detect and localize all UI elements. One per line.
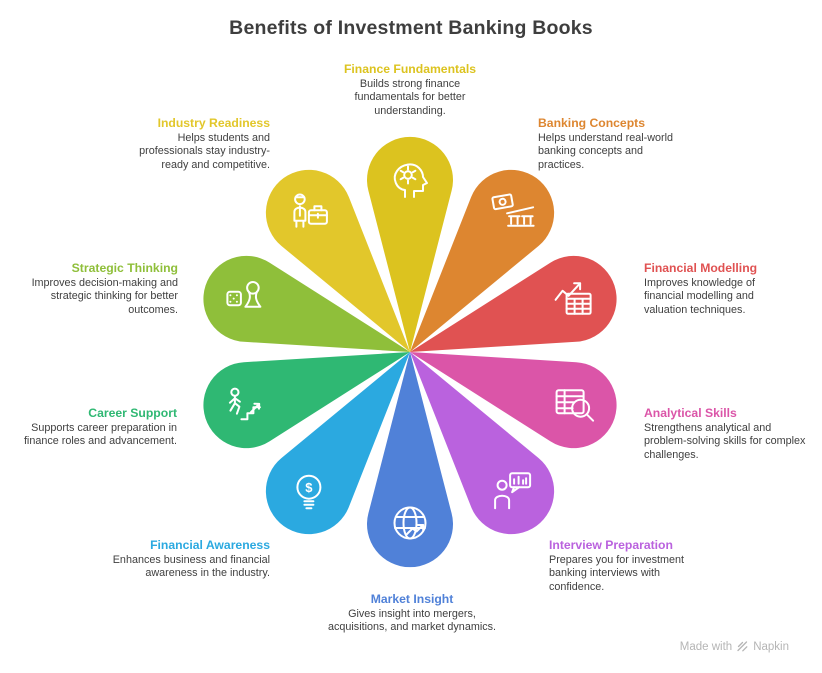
- petal-financial-modelling: [410, 255, 617, 352]
- petal-title-strategic-thinking: Strategic Thinking: [71, 261, 178, 275]
- made-with-text: Made with: [679, 640, 733, 653]
- person-presentation-icon: [494, 472, 532, 510]
- petal-finance-fundamentals: [367, 136, 453, 352]
- petal-title-career-support: Career Support: [88, 406, 177, 420]
- pawn-dice-icon: [226, 280, 262, 308]
- petal-title-banking-concepts: Banking Concepts: [538, 116, 645, 130]
- svg-text:$: $: [305, 480, 313, 495]
- petal-description-interview-preparation: Prepares you for investment banking inte…: [549, 554, 685, 593]
- petal-industry-readiness: [265, 169, 410, 352]
- petal-title-market-insight: Market Insight: [370, 592, 454, 606]
- petal-title-finance-fundamentals: Finance Fundamentals: [343, 62, 477, 76]
- petal-title-industry-readiness: Industry Readiness: [157, 116, 270, 130]
- table-magnifier-icon: [555, 389, 595, 422]
- petal-financial-awareness: [265, 352, 410, 535]
- petal-description-industry-readiness: Helps students and professionals stay in…: [139, 132, 270, 171]
- petal-description-financial-modelling: Improves knowledge of financial modellin…: [644, 277, 756, 316]
- petal-strategic-thinking: [203, 255, 410, 352]
- bulb-dollar-icon: $: [296, 474, 322, 510]
- petal-description-market-insight: Gives insight into mergers, acquisitions…: [327, 608, 497, 634]
- petal-title-financial-modelling: Financial Modelling: [644, 261, 758, 275]
- brand-text: Napkin: [753, 640, 789, 653]
- petal-description-finance-fundamentals: Builds strong finance fundamentals for b…: [354, 78, 466, 117]
- petal-description-career-support: Supports career preparation in finance r…: [23, 422, 177, 448]
- stairs-person-icon: [228, 387, 261, 421]
- petal-description-banking-concepts: Helps understand real-world banking conc…: [538, 132, 674, 171]
- chart-growth-icon: [554, 282, 592, 315]
- petal-title-interview-preparation: Interview Preparation: [549, 538, 673, 552]
- napkin-credit: Made with Napkin: [680, 640, 789, 653]
- napkin-logo-icon: [737, 641, 748, 652]
- head-gear-icon: [393, 163, 428, 198]
- petal-market-insight: [367, 352, 453, 568]
- petal-description-strategic-thinking: Improves decision-making and strategic t…: [31, 277, 178, 316]
- petal-analytical-skills: [410, 352, 617, 449]
- petal-title-financial-awareness: Financial Awareness: [150, 538, 270, 552]
- petal-career-support: [203, 352, 410, 449]
- petal-description-financial-awareness: Enhances business and financial awarenes…: [112, 554, 270, 580]
- person-briefcase-icon: [293, 193, 328, 228]
- page-title: Benefits of Investment Banking Books: [229, 17, 593, 39]
- petal-title-analytical-skills: Analytical Skills: [644, 406, 737, 420]
- globe-arrow-icon: [393, 506, 427, 540]
- bank-money-icon: [491, 193, 535, 227]
- petal-description-analytical-skills: Strengthens analytical and problem-solvi…: [644, 422, 806, 461]
